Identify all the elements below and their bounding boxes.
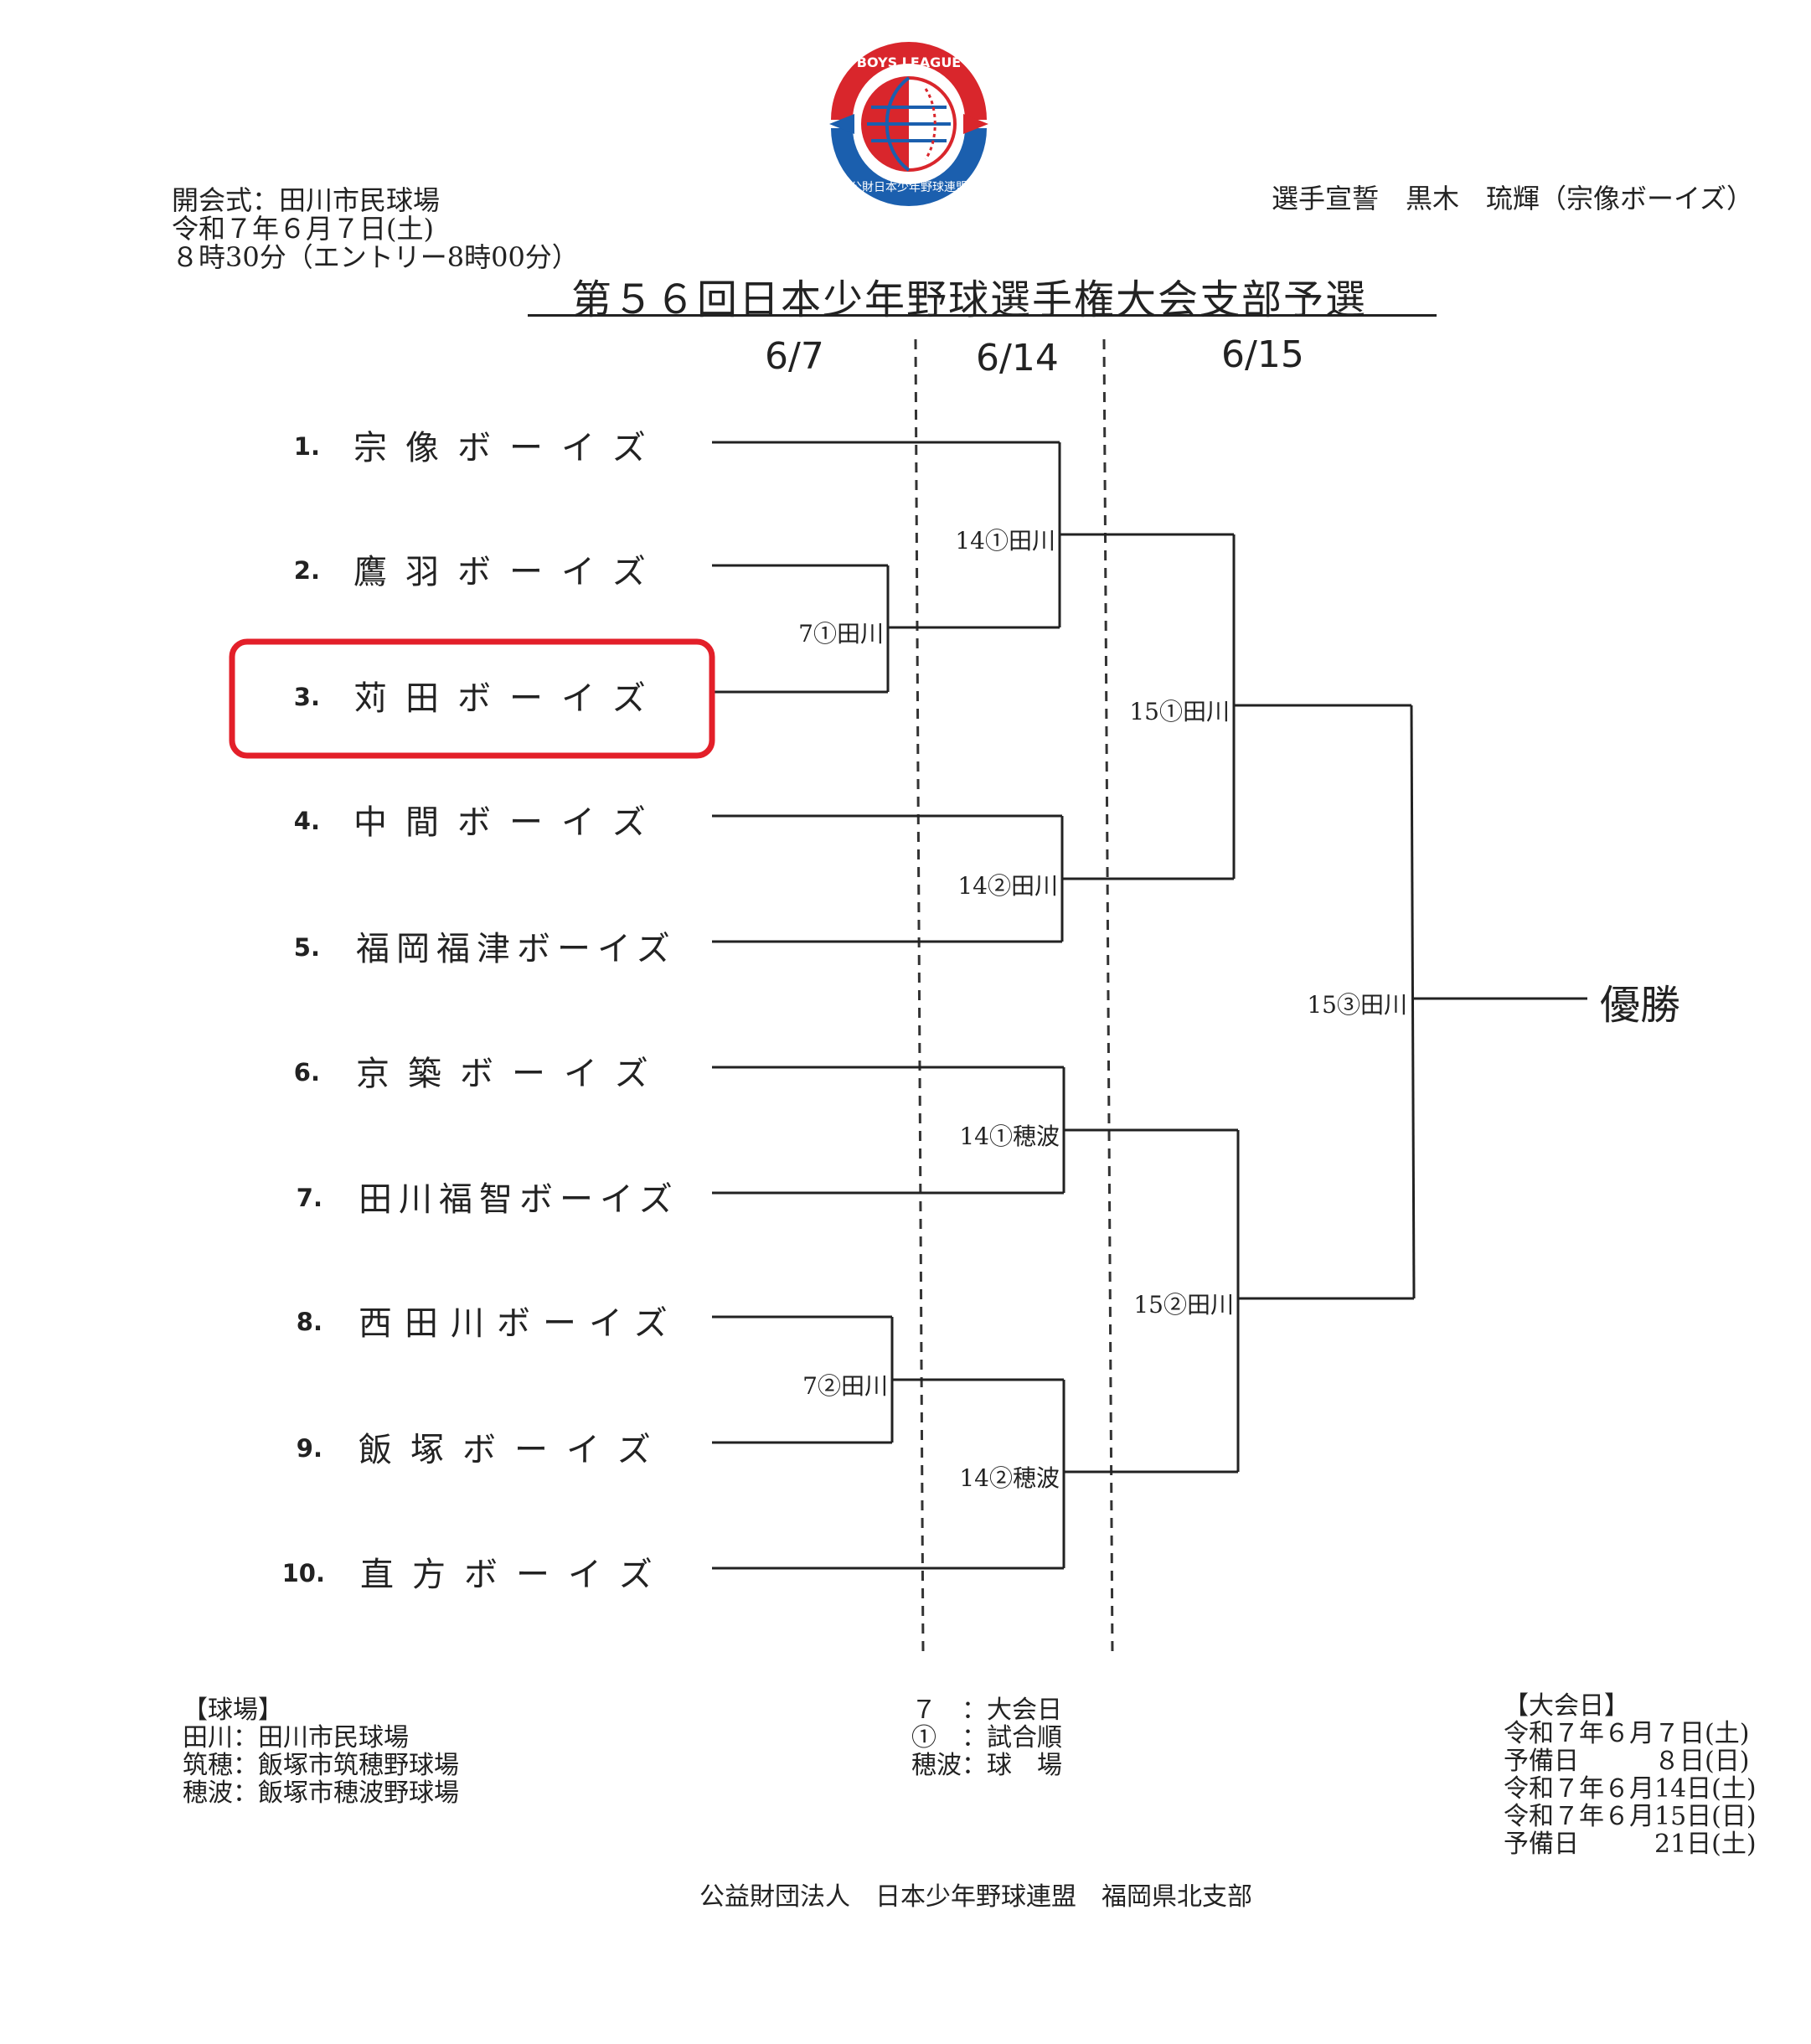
opening-line: ８時30分（エントリー8時00分） [172,241,579,273]
team-number-2: 2. [293,556,320,585]
date-separator-2 [1102,338,1114,1655]
team-number-6: 6. [293,1058,320,1087]
venue-item: 穂波：飯塚市穂波野球場 [183,1778,459,1808]
team-number-4: 4. [293,807,320,835]
player-oath: 選手宣誓 黒木 琉輝（宗像ボーイズ） [1272,183,1754,214]
match-label-s1: 15①田川 [1129,698,1230,725]
venue-list: 【球場】 田川：田川市民球場 筑穂：飯塚市筑穂野球場 穂波：飯塚市穂波野球場 [183,1696,459,1807]
team-number-8: 8. [296,1308,322,1336]
team-name-2: 鷹羽ボーイズ [353,553,664,591]
schedule-item: 令和７年６月７日(土) [1504,1719,1750,1748]
team-number-5: 5. [293,933,320,962]
team-number-3: 3. [293,683,320,711]
legend-item: 穂波：球 場 [911,1751,1062,1780]
match-label-r1a: 7①田川 [798,620,884,648]
schedule-item: 令和７年６月14日(土) [1504,1774,1757,1804]
round1-date: 6/7 [765,335,824,378]
legend: ７ ：大会日 ① ：試合順 穂波：球 場 [911,1696,1062,1779]
highlight-box [229,638,715,759]
round3-date: 6/15 [1221,333,1304,376]
champion-label: 優勝 [1600,982,1681,1029]
team-name-1: 宗像ボーイズ [353,429,664,467]
team-number-9: 9. [296,1434,322,1463]
match-label-q4: 14②穂波 [959,1464,1060,1492]
legend-item: ① ：試合順 [911,1723,1062,1752]
match-label-q2: 14②田川 [957,872,1058,900]
team-number-10: 10. [281,1559,325,1587]
svg-text:公財日本少年野球連盟: 公財日本少年野球連盟 [850,181,967,194]
opening-line: 開会式：田川市民球場 [172,184,441,216]
venue-item: 田川：田川市民球場 [183,1723,409,1752]
opening-ceremony-info: 開会式：田川市民球場 令和７年６月７日(土) ８時30分（エントリー8時00分） [172,186,579,271]
team-number-1: 1. [293,432,320,461]
league-logo: BOYS LEAGUE 公財日本少年野球連盟 [821,40,997,208]
title-underline [528,314,1437,317]
team-number-7: 7. [296,1184,322,1212]
team-name-8: 西田川ボーイズ [359,1304,680,1343]
team-name-7: 田川福智ボーイズ [359,1180,679,1219]
schedule-item: 予備日 21日(土) [1504,1830,1757,1859]
legend-item: ７ ：大会日 [911,1696,1062,1725]
team-name-3: 苅田ボーイズ [353,679,664,718]
organization-name: 公益財団法人 日本少年野球連盟 福岡県北支部 [699,1882,1252,1912]
tournament-schedule: 【大会日】 令和７年６月７日(土) 予備日 ８日(日) 令和７年６月14日(土)… [1504,1692,1757,1858]
team-name-5: 福岡福津ボーイズ [356,930,677,968]
schedule-heading: 【大会日】 [1504,1691,1629,1721]
date-separator-1 [914,338,925,1655]
team-name-10: 直方ボーイズ [360,1556,671,1594]
venue-item: 筑穂：飯塚市筑穂野球場 [183,1751,459,1780]
match-label-q3: 14①穂波 [959,1123,1060,1150]
svg-text:BOYS LEAGUE: BOYS LEAGUE [857,54,961,70]
schedule-item: 令和７年６月15日(日) [1504,1802,1757,1831]
match-label-q1: 14①田川 [955,527,1055,555]
team-name-4: 中間ボーイズ [353,803,664,842]
match-label-r1b: 7②田川 [802,1372,888,1400]
bracket-final [1410,705,1416,1299]
schedule-item: 予備日 ８日(日) [1504,1747,1750,1776]
venue-heading: 【球場】 [183,1696,283,1725]
opening-line: 令和７年６月７日(土) [172,213,434,245]
match-label-s2: 15②田川 [1133,1291,1234,1319]
match-label-final: 15③田川 [1307,991,1407,1019]
team-name-9: 飯塚ボーイズ [359,1431,669,1469]
team-name-6: 京築ボーイズ [356,1055,667,1093]
round2-date: 6/14 [976,337,1059,379]
